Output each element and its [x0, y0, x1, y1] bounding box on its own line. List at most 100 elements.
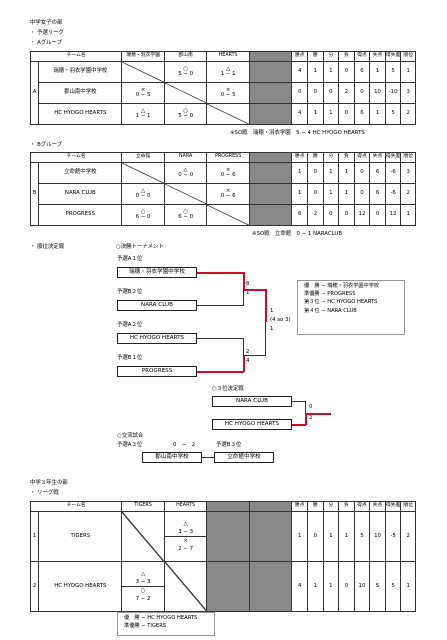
- header-stat: 勝: [307, 51, 324, 62]
- bracket-team: 瑞穂・羽衣学園中学校: [117, 267, 197, 278]
- diagonal-cell: [163, 561, 208, 612]
- exchange-score: 0 − 2: [173, 442, 196, 448]
- header-stat: 得点: [353, 501, 371, 512]
- stat-cell: 4: [291, 103, 309, 125]
- match-cell: ○5 − 0: [163, 61, 208, 83]
- stat-cell: 0: [291, 82, 309, 104]
- bracket-team: NARA CLUB: [117, 300, 197, 311]
- header-team: チーム名: [29, 501, 123, 512]
- header-stat: 勝: [307, 501, 324, 512]
- header-opponent: NARA: [163, 152, 208, 163]
- seed-label: 予選B２位: [117, 289, 143, 295]
- stat-cell: 0: [307, 162, 324, 184]
- header-stat: 負: [338, 501, 355, 512]
- header-stat: 得点: [353, 51, 371, 62]
- third-team: NARA CLUB: [212, 396, 292, 407]
- stat-cell: -5: [384, 511, 402, 562]
- header-opponent: PROGRESS: [206, 152, 250, 163]
- stat-cell: 1: [322, 511, 340, 562]
- stat-cell: 0: [307, 511, 324, 562]
- exchange-line: [202, 457, 214, 458]
- bracket-line: [265, 322, 266, 356]
- final-score-bottom: 1: [270, 326, 274, 332]
- diagonal-cell: [206, 204, 250, 226]
- header-stat: 得失差: [384, 51, 402, 62]
- bracket-line: [197, 305, 244, 306]
- stat-cell: 0: [338, 204, 355, 226]
- stat-cell: 2: [400, 511, 416, 562]
- stat-cell: 0: [307, 183, 324, 205]
- match-cell: △ 3 − 3 ○ 7 − 2: [121, 561, 165, 612]
- bracket-line: [244, 289, 266, 291]
- girls-results-box: 優 勝 − 瑞穂・羽衣学園中学校 準優勝 − PROGRESS 第３位 − HC…: [297, 280, 405, 335]
- exchange-team: 郡山南中学校: [142, 452, 202, 463]
- team-name: TIGERS: [38, 511, 123, 562]
- result-line: 準優勝 − PROGRESS: [304, 291, 356, 298]
- stat-cell: 1: [338, 162, 355, 184]
- stat-cell: 2: [307, 204, 324, 226]
- stat-cell: 1: [322, 561, 340, 612]
- match-cell: △1 − 1: [206, 61, 250, 83]
- row-number: 2: [29, 561, 40, 612]
- bracket-team: HC HYOGO HEARTS: [117, 333, 197, 344]
- stat-cell: 6: [291, 204, 309, 226]
- bracket-team: PROGRESS: [117, 366, 197, 377]
- bracket-line: [244, 355, 266, 356]
- header-stat: 得失差: [384, 501, 402, 512]
- header-stat: 勝点: [291, 501, 309, 512]
- result-line: 第４位 − NARA CLUB: [304, 307, 357, 314]
- match-cell: ×0 − 6: [206, 183, 250, 205]
- header-stat: 負: [338, 51, 355, 62]
- stat-cell: 6: [353, 61, 371, 83]
- header-stat: 順位: [400, 51, 416, 62]
- stat-cell: 1: [307, 103, 324, 125]
- team-name: 郡山南中学校: [38, 82, 123, 104]
- final-score-top: 1: [270, 308, 274, 314]
- team-name: NARA CLUB: [38, 183, 123, 205]
- match-cell: △1 − 1: [121, 103, 165, 125]
- match-cell: ○6 − 0: [121, 204, 165, 226]
- bracket-label: ○決勝トーナメント: [116, 244, 164, 250]
- stat-cell: 2: [400, 103, 416, 125]
- ranking-label: ・ 順位決定戦: [30, 244, 65, 250]
- stat-cell: 5: [353, 511, 371, 562]
- diagonal-cell: [121, 162, 165, 184]
- header-stat: 分: [322, 501, 340, 512]
- match-cell: ×0 − 6: [206, 162, 250, 184]
- match-cell: ×0 − 5: [121, 82, 165, 104]
- stat-cell: 4: [291, 561, 309, 612]
- group-a-label: ・ Aグループ: [30, 40, 63, 46]
- stat-cell: 5: [384, 61, 402, 83]
- group-b-note: ※SO戦 立命館 0 − 1 NARACLUB: [252, 231, 343, 237]
- league-label: ・ リーグ戦: [30, 490, 59, 496]
- blank-cell: [248, 162, 293, 184]
- blank-cell: [248, 511, 293, 562]
- grade3-table: チーム名 TIGERS HEARTS 勝点 勝 分 負 得点 失点 得失差 順位…: [29, 501, 416, 612]
- stat-cell: 5: [369, 561, 386, 612]
- stat-cell: 12: [384, 204, 402, 226]
- stat-cell: 1: [322, 103, 340, 125]
- header-stat: 勝点: [291, 152, 309, 163]
- stat-cell: 0: [307, 82, 324, 104]
- header-stat: 勝点: [291, 51, 309, 62]
- header-stat: 順位: [400, 152, 416, 163]
- third-score: 2: [309, 415, 313, 421]
- stat-cell: 1: [291, 511, 309, 562]
- header-opponent: 郡山南: [163, 51, 208, 62]
- blank-cell: [248, 82, 293, 104]
- stat-cell: 1: [307, 61, 324, 83]
- stat-cell: -6: [384, 183, 402, 205]
- header-stat: 分: [322, 51, 340, 62]
- blank-cell: [248, 103, 293, 125]
- stat-cell: 1: [400, 561, 416, 612]
- stat-cell: 1: [338, 183, 355, 205]
- stat-cell: 1: [400, 61, 416, 83]
- result-line: 優 勝 − 瑞穂・羽衣学園中学校: [304, 283, 380, 289]
- section-title-grade3: 中学３年生の部: [30, 480, 68, 486]
- stat-cell: 1: [369, 61, 386, 83]
- stat-cell: 6: [369, 162, 386, 184]
- header-opponent: HEARTS: [206, 51, 250, 62]
- header-stat: 勝: [307, 152, 324, 163]
- bracket-line: [305, 413, 331, 415]
- stat-cell: 1: [322, 61, 340, 83]
